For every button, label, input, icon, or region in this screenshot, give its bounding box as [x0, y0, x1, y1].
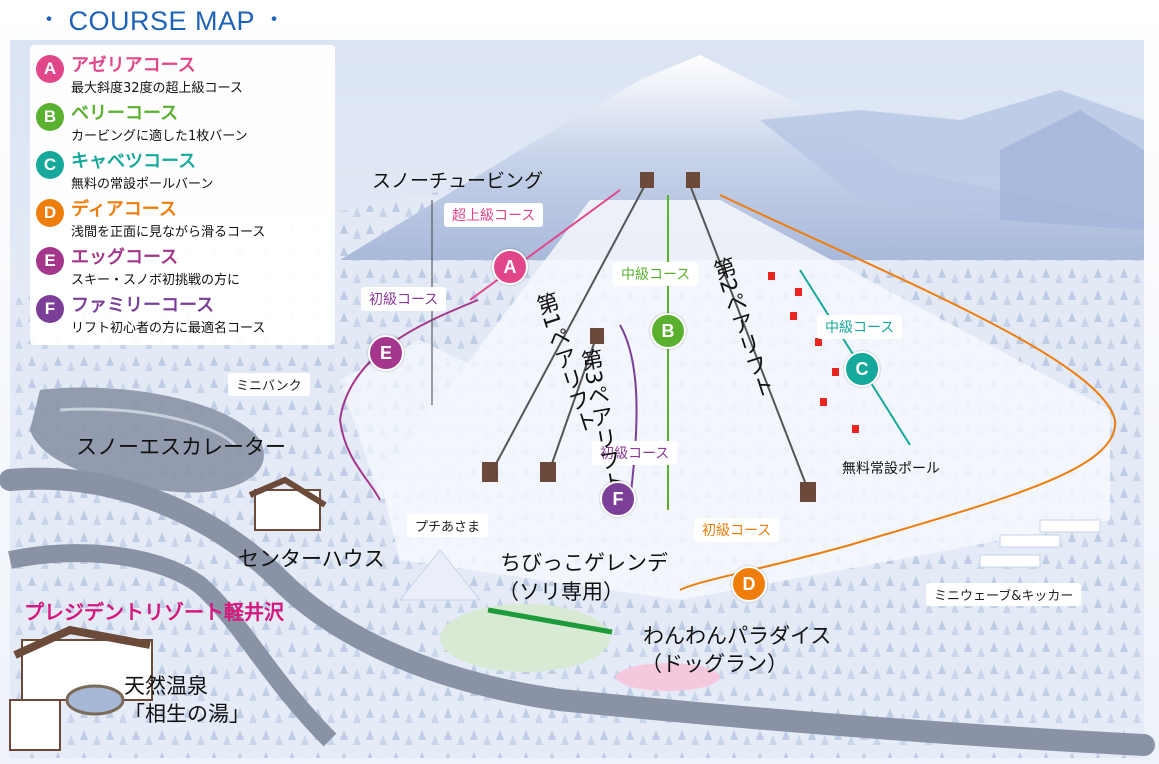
course-legend: A アゼリアコース 最大斜度32度の超上級コース B ベリーコース カービングに…	[30, 45, 335, 345]
legend-name: ディアコース	[71, 199, 177, 220]
lift3-bottom-station	[540, 462, 556, 482]
lift1-bottom-station	[482, 462, 498, 482]
center-house-roof	[248, 476, 327, 508]
badge-a-icon: A	[36, 55, 64, 83]
lift3-top-station	[590, 328, 604, 344]
chibikko-area	[440, 604, 610, 672]
label-mini-bank: ミニバンク	[228, 373, 310, 396]
slope-main	[380, 200, 1110, 600]
slope-left	[340, 340, 500, 500]
badge-c-icon: C	[36, 151, 64, 179]
map-badge-a-icon: A	[492, 249, 528, 285]
legend-name: キャベツコース	[71, 151, 197, 172]
title-dot-right: ・	[263, 7, 286, 32]
title-dot-left: ・	[38, 7, 61, 32]
legend-desc: カービングに適した1枚バーン	[71, 129, 248, 144]
course-line-d	[679, 194, 1117, 591]
course-level-f: 初級コース	[592, 441, 678, 465]
petit-asama-hill	[398, 549, 482, 601]
label-snow-escalator: スノーエスカレーター	[76, 435, 286, 459]
course-level-b: 中級コース	[613, 262, 699, 286]
legend-name: アゼリアコース	[71, 55, 196, 76]
map-badge-c-icon: C	[844, 351, 880, 387]
map-badge-e-icon: E	[368, 335, 404, 371]
mountain-far-right	[1000, 110, 1144, 230]
course-level-e: 初級コース	[361, 287, 447, 311]
label-onsen: 天然温泉 「相生の湯」	[124, 672, 250, 728]
course-level-a: 超上級コース	[444, 203, 544, 227]
lift2-bottom-station	[800, 482, 816, 502]
label-chibikko-2: （ソリ専用）	[498, 580, 624, 604]
label-snow-tubing: スノーチュービング	[372, 170, 544, 192]
lift1-cable	[489, 184, 646, 476]
course-line-a	[469, 189, 621, 301]
course-level-c: 中級コース	[817, 315, 903, 339]
label-onsen-2: 「相生の湯」	[124, 702, 250, 726]
map-badge-d-icon: D	[731, 566, 767, 602]
resort-annex	[9, 699, 61, 751]
label-resort: プレジデントリゾート軽井沢	[24, 600, 284, 624]
map-title-text: COURSE MAP	[68, 6, 256, 36]
parking-area	[30, 387, 264, 493]
label-free-pole: 無料常設ポール	[842, 461, 940, 477]
label-wanwan-1: わんわんパラダイス	[643, 624, 832, 648]
label-center-house: センターハウス	[238, 547, 385, 571]
lift2-cable	[689, 184, 811, 496]
lift3-cable	[547, 334, 598, 476]
legend-desc: 最大斜度32度の超上級コース	[71, 81, 243, 96]
center-house-building	[254, 489, 321, 531]
legend-desc: スキー・スノボ初挑戦の方に	[71, 273, 241, 288]
badge-b-icon: B	[36, 103, 64, 131]
legend-desc: リフト初心者の方に最適名コース	[71, 321, 266, 336]
mini-wave-ramps	[979, 519, 1101, 568]
pole-flags	[768, 272, 859, 433]
lift2-top-station	[686, 172, 700, 188]
legend-desc: 浅間を正面に見ながら滑るコース	[71, 225, 266, 240]
badge-f-icon: F	[36, 295, 64, 323]
label-onsen-1: 天然温泉	[124, 674, 208, 698]
map-badge-f-icon: F	[600, 481, 636, 517]
magic-carpet	[487, 607, 613, 635]
map-badge-b-icon: B	[650, 313, 686, 349]
label-wanwan-2: （ドッグラン）	[641, 652, 788, 676]
course-line-e	[338, 299, 479, 501]
dog-run-area	[616, 663, 720, 691]
road-main	[0, 467, 1155, 756]
road-secondary	[8, 544, 337, 747]
label-chibikko-1: ちびっこゲレンデ	[500, 551, 668, 575]
parking-lane	[59, 407, 237, 447]
legend-desc: 無料の常設ポールバーン	[71, 177, 214, 192]
legend-name: ファミリーコース	[71, 295, 215, 316]
label-mini-wave: ミニウェーブ&キッカー	[926, 583, 1082, 606]
lift1-top-station	[640, 172, 654, 188]
course-level-d: 初級コース	[694, 518, 780, 542]
legend-name: エッグコース	[71, 247, 179, 268]
label-petit-asama: プチあさま	[407, 514, 489, 537]
course-line-f	[619, 324, 638, 501]
resort-roof	[13, 625, 151, 659]
onsen-pool	[65, 684, 125, 716]
map-title: ・ COURSE MAP ・	[30, 2, 294, 37]
badge-d-icon: D	[36, 199, 64, 227]
legend-name: ベリーコース	[71, 103, 179, 124]
badge-e-icon: E	[36, 247, 64, 275]
